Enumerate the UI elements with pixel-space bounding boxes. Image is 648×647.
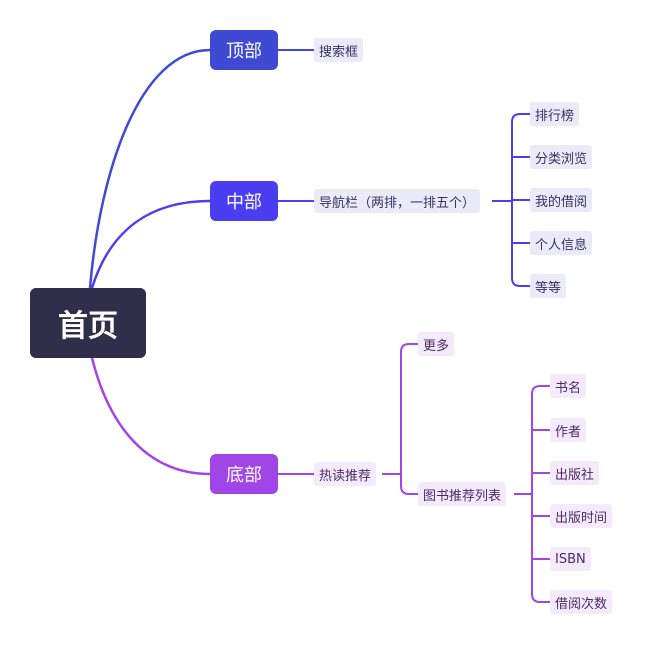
node-book-list[interactable]: 图书推荐列表 xyxy=(418,482,507,506)
node-nav-leaf[interactable]: 分类浏览 xyxy=(530,145,593,169)
node-nav-leaf[interactable]: 个人信息 xyxy=(530,231,593,255)
branch-top-node[interactable]: 顶部 xyxy=(210,30,278,70)
node-hot-reads[interactable]: 热读推荐 xyxy=(314,462,377,486)
edge-root-middle xyxy=(90,199,211,289)
branch-middle-node[interactable]: 中部 xyxy=(210,181,278,221)
edge-root-bottom xyxy=(90,357,211,476)
node-nav-leaf[interactable]: 我的借阅 xyxy=(530,188,593,212)
node-list-field[interactable]: 出版时间 xyxy=(550,504,613,528)
edge-root-top xyxy=(88,48,211,289)
edge-hot-spine xyxy=(400,343,418,495)
node-more[interactable]: 更多 xyxy=(418,332,455,356)
edge-nav-spine xyxy=(511,113,530,287)
branch-bottom-node[interactable]: 底部 xyxy=(210,454,278,494)
node-list-field[interactable]: ISBN xyxy=(550,547,591,571)
node-nav-bar[interactable]: 导航栏（两排，一排五个） xyxy=(314,189,481,213)
node-list-field[interactable]: 书名 xyxy=(550,374,587,398)
edge-list-spine xyxy=(531,385,550,603)
node-list-field[interactable]: 借阅次数 xyxy=(550,590,613,614)
node-nav-leaf[interactable]: 排行榜 xyxy=(530,102,580,126)
node-list-field[interactable]: 作者 xyxy=(550,418,587,442)
node-search-box[interactable]: 搜索框 xyxy=(314,38,364,62)
node-list-field[interactable]: 出版社 xyxy=(550,461,600,485)
node-nav-leaf[interactable]: 等等 xyxy=(530,274,567,298)
root-node[interactable]: 首页 xyxy=(30,288,146,358)
